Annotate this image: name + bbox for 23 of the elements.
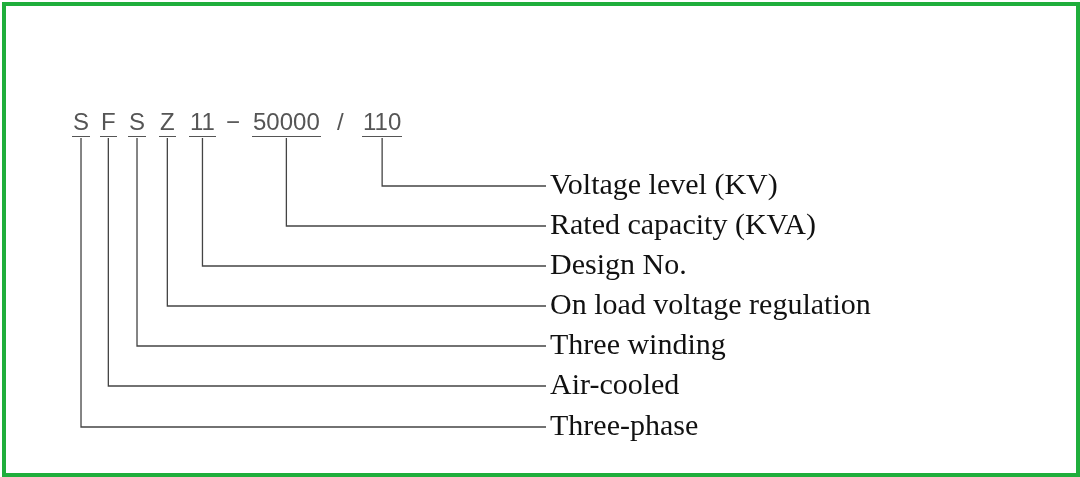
- description-text: Air-cooled: [550, 367, 680, 401]
- code-segment: F: [100, 108, 117, 137]
- separator-symbol: /: [337, 108, 344, 136]
- description-text: Three-phase: [550, 408, 699, 442]
- leader-line: [80, 137, 547, 428]
- description-text: On load voltage regulation: [550, 287, 871, 321]
- description-text: Three winding: [550, 327, 726, 361]
- code-segment: Z: [159, 108, 176, 137]
- leader-line: [201, 137, 547, 267]
- leader-line: [285, 137, 547, 227]
- code-segment: 50000: [252, 108, 321, 137]
- description-text: Design No.: [550, 247, 687, 281]
- leader-line: [381, 137, 547, 187]
- code-segment: 110: [362, 108, 403, 137]
- description-text: Rated capacity (KVA): [550, 207, 816, 241]
- leader-line: [107, 137, 547, 387]
- description-text: Voltage level (KV): [550, 167, 778, 201]
- leader-line: [166, 137, 547, 307]
- leader-line: [136, 137, 547, 347]
- separator-symbol: −: [226, 108, 240, 136]
- code-segment: S: [72, 108, 90, 137]
- code-segment: S: [128, 108, 146, 137]
- code-segment: 11: [189, 108, 216, 137]
